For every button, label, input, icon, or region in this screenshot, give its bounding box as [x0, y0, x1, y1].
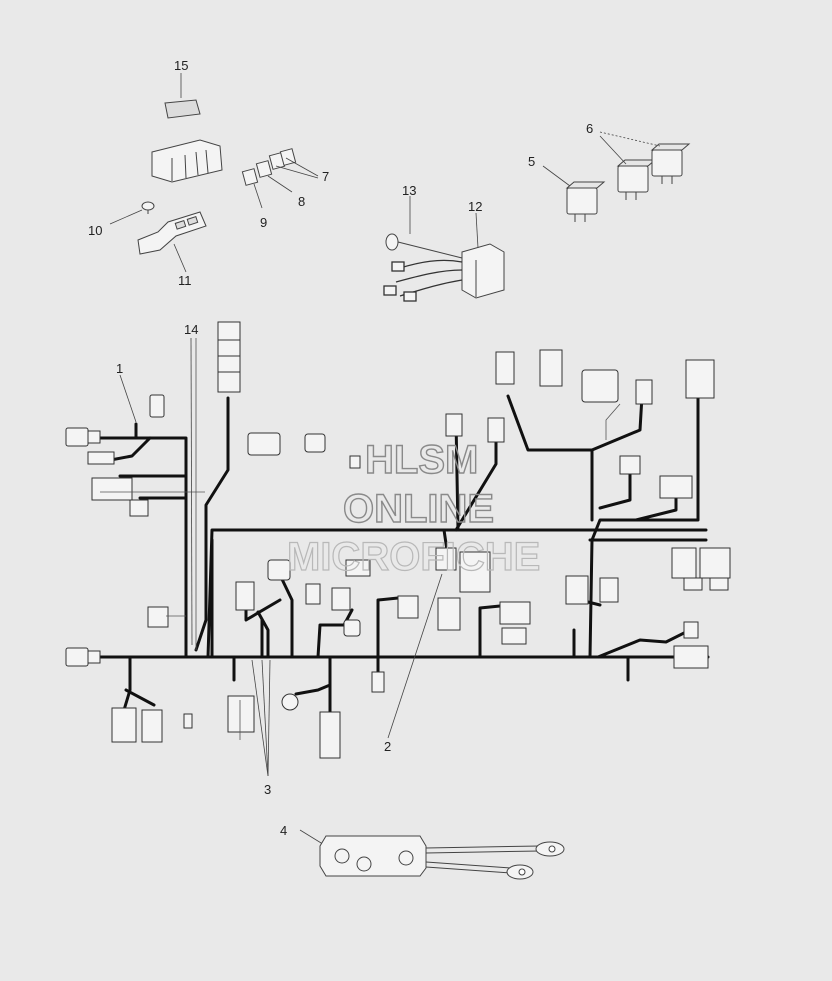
- connector: [343, 619, 361, 637]
- connector: [129, 499, 149, 517]
- callout-3: 3: [264, 782, 271, 797]
- callout-4: 4: [280, 823, 287, 838]
- connector: [87, 650, 101, 664]
- callout-10: 10: [88, 223, 102, 238]
- callout-8: 8: [298, 194, 305, 209]
- connector: [437, 597, 461, 631]
- part-13-bulb: [385, 233, 463, 259]
- connector: [683, 621, 699, 639]
- callout-6: 6: [586, 121, 593, 136]
- connector: [267, 559, 291, 581]
- callout-labels: 15 6 5 7 8 9 10 11 13 12 14 1 2 3 4: [88, 58, 593, 838]
- watermark-line-3: MICROFICHE: [287, 535, 540, 579]
- harness-connectors: [65, 321, 731, 759]
- callout-2: 2: [384, 739, 391, 754]
- connector-cluster: [91, 477, 133, 501]
- connector: [345, 559, 371, 577]
- connector: [565, 575, 589, 605]
- leader-11: [173, 243, 187, 273]
- connector: [65, 427, 89, 447]
- callout-15: 15: [174, 58, 188, 73]
- connector: [635, 379, 653, 405]
- part-12-sub-harness: [383, 259, 463, 302]
- connector: [147, 606, 169, 628]
- connector: [247, 432, 281, 456]
- connector: [499, 601, 531, 625]
- connector: [111, 707, 137, 743]
- callout-9: 9: [260, 215, 267, 230]
- connector: [319, 711, 341, 759]
- callout-7: 7: [322, 169, 329, 184]
- callout-14: 14: [184, 322, 198, 337]
- part-11-bracket: [137, 211, 207, 255]
- connector: [281, 693, 299, 711]
- connector: [487, 417, 505, 443]
- connector: [659, 475, 693, 499]
- connector: [435, 547, 457, 571]
- part-7-8-9-fuses: [241, 148, 297, 186]
- part-6-relay-b: [650, 143, 691, 184]
- thin-wires: [100, 338, 621, 740]
- callout-13: 13: [402, 183, 416, 198]
- connector: [331, 587, 351, 611]
- connector: [685, 359, 715, 399]
- callout-5: 5: [528, 154, 535, 169]
- connector: [227, 695, 255, 733]
- connector: [141, 709, 163, 743]
- callout-12: 12: [468, 199, 482, 214]
- leader-10: [109, 209, 143, 225]
- connector: [709, 577, 729, 591]
- connector: [371, 671, 385, 693]
- connector: [149, 394, 165, 418]
- connector: [87, 430, 101, 444]
- watermark: HLSM ONLINE MICROFICHE: [286, 437, 541, 579]
- connector: [304, 433, 326, 453]
- watermark-line-1: HLSM: [365, 438, 478, 482]
- connector: [699, 547, 731, 579]
- connector: [599, 577, 619, 603]
- connector: [673, 645, 709, 669]
- connector: [619, 455, 641, 475]
- part-12-module: [461, 243, 505, 299]
- connector: [349, 455, 361, 469]
- connector: [87, 451, 115, 465]
- connector: [235, 581, 255, 611]
- connector: [495, 351, 515, 385]
- watermark-line-2: ONLINE: [343, 487, 494, 531]
- connector: [445, 413, 463, 437]
- part-10-screw: [141, 201, 155, 214]
- connector: [671, 547, 697, 579]
- main-harness: [92, 393, 710, 717]
- connector: [539, 349, 563, 387]
- connector: [459, 551, 491, 593]
- callout-1: 1: [116, 361, 123, 376]
- leaders-7-8-9: [253, 157, 319, 209]
- callout-11: 11: [178, 273, 192, 288]
- connector: [183, 713, 193, 729]
- part-4-battery-cable: [319, 835, 565, 880]
- connector: [305, 583, 321, 605]
- part-5-relay: [565, 181, 606, 222]
- leaders-lower: [119, 337, 443, 847]
- part-15-fuse-block: [151, 99, 223, 183]
- leader-12: [475, 212, 479, 249]
- part-6-relay-a: [616, 159, 657, 200]
- connector: [65, 647, 89, 667]
- connector: [501, 627, 527, 645]
- connector: [397, 595, 419, 619]
- connector: [683, 577, 703, 591]
- part-14-connector-stack: [217, 321, 241, 393]
- leaders-5-6: [542, 131, 661, 187]
- connector-block: [581, 369, 619, 403]
